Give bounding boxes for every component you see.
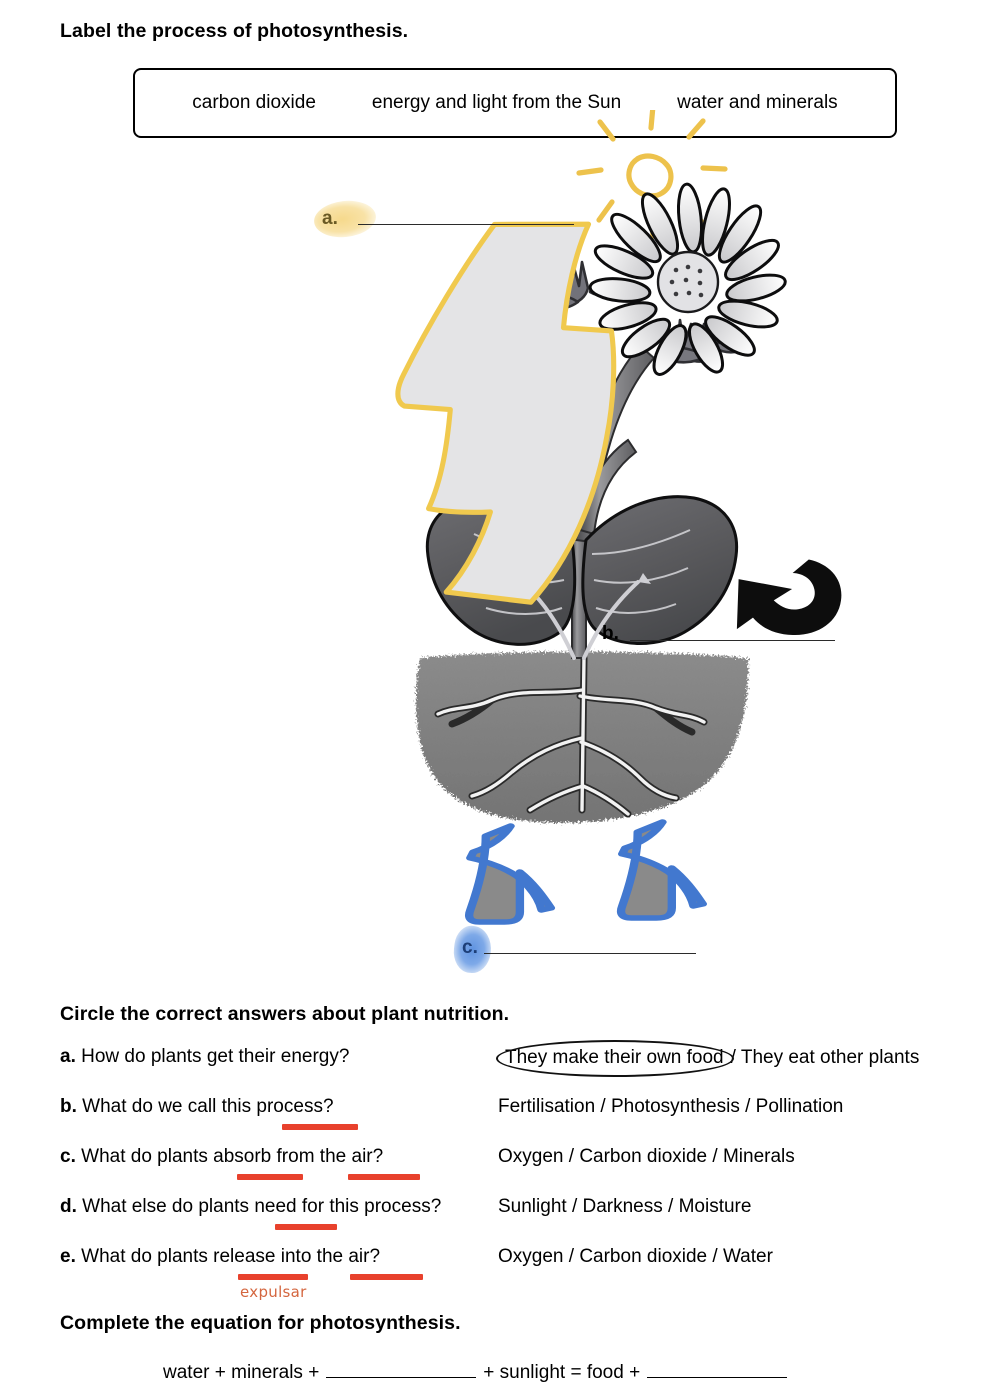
question-a-letter: a. xyxy=(60,1046,76,1067)
daisy-flower xyxy=(588,182,787,376)
callout-c-answer-line[interactable] xyxy=(484,953,696,954)
question-b-options[interactable]: Fertilisation / Photosynthesis / Pollina… xyxy=(498,1096,844,1117)
root-system xyxy=(434,654,708,818)
photosynthesis-equation: water + minerals + + sunlight = food + xyxy=(163,1360,794,1384)
question-b-letter: b. xyxy=(60,1096,77,1117)
oxygen-release-arrow xyxy=(736,559,842,636)
word-bank-item-energy-light[interactable]: energy and light from the Sun xyxy=(371,92,622,113)
word-bank-items: carbon dioxide energy and light from the… xyxy=(135,70,895,136)
callout-a[interactable]: a. xyxy=(312,197,574,241)
question-a-options: They make their own food/ They eat other… xyxy=(496,1040,920,1077)
equation-blank-1[interactable] xyxy=(326,1360,477,1378)
plant-illustration xyxy=(395,110,842,925)
question-row-a: a. How do plants get their energy? They … xyxy=(60,1040,980,1096)
option-circled-they-make-their-own-food[interactable]: They make their own food xyxy=(496,1040,734,1077)
callout-b-answer-line[interactable] xyxy=(630,640,835,641)
question-row-d: d. What else do plants need for this pro… xyxy=(60,1196,980,1246)
question-d-prompt: d. What else do plants need for this pro… xyxy=(60,1196,441,1218)
question-b-prompt: b. What do we call this process? xyxy=(60,1096,334,1118)
question-e-options[interactable]: Oxygen / Carbon dioxide / Water xyxy=(498,1246,773,1267)
marker-underline-need xyxy=(275,1224,337,1230)
callout-b[interactable]: b. xyxy=(602,623,835,645)
question-list: a. How do plants get their energy? They … xyxy=(60,1040,980,1296)
question-d-letter: d. xyxy=(60,1196,77,1217)
question-c-prompt: c. What do plants absorb from the air? xyxy=(60,1146,383,1168)
question-row-e: e. What do plants release into the air? … xyxy=(60,1246,980,1296)
callout-c[interactable]: c. xyxy=(451,923,696,976)
equation-part-1: water + minerals + xyxy=(163,1362,320,1383)
marker-underline-the-air xyxy=(348,1174,420,1180)
photosynthesis-diagram xyxy=(0,110,1000,990)
question-row-c: c. What do plants absorb from the air? O… xyxy=(60,1146,980,1196)
question-d-options[interactable]: Sunlight / Darkness / Moisture xyxy=(498,1196,752,1217)
question-e-text: What do plants release into the air? xyxy=(81,1246,381,1267)
question-d-text: What else do plants need for this proces… xyxy=(82,1196,442,1217)
instruction-complete-equation: Complete the equation for photosynthesis… xyxy=(60,1312,461,1334)
question-row-b: b. What do we call this process? Fertili… xyxy=(60,1096,980,1146)
marker-underline-process xyxy=(282,1124,358,1130)
question-c-options[interactable]: Oxygen / Carbon dioxide / Minerals xyxy=(498,1146,795,1167)
marker-underline-the-air-2 xyxy=(350,1274,423,1280)
question-c-text: What do plants absorb from the air? xyxy=(81,1146,384,1167)
instruction-circle-answers: Circle the correct answers about plant n… xyxy=(60,1003,510,1025)
option-they-eat-other-plants[interactable]: / They eat other plants xyxy=(730,1047,920,1068)
callout-a-letter: a. xyxy=(322,208,338,229)
handwritten-note-expulsar: expulsar xyxy=(240,1283,307,1301)
word-bank: carbon dioxide energy and light from the… xyxy=(133,68,897,138)
equation-blank-2[interactable] xyxy=(647,1360,788,1378)
question-c-letter: c. xyxy=(60,1146,76,1167)
callout-a-answer-line[interactable] xyxy=(358,224,574,225)
callout-b-letter: b. xyxy=(602,623,619,644)
question-e-prompt: e. What do plants release into the air? xyxy=(60,1246,380,1268)
word-bank-item-water-minerals[interactable]: water and minerals xyxy=(677,92,838,113)
equation-part-2: + sunlight = food + xyxy=(483,1362,641,1383)
question-b-text: What do we call this process? xyxy=(82,1096,334,1117)
callout-c-letter: c. xyxy=(462,937,478,958)
question-a-prompt: a. How do plants get their energy? xyxy=(60,1046,349,1068)
carbon-dioxide-arrow xyxy=(395,221,617,605)
question-a-text: How do plants get their energy? xyxy=(81,1046,350,1067)
instruction-label-diagram: Label the process of photosynthesis. xyxy=(60,20,409,42)
marker-underline-absorb xyxy=(237,1174,303,1180)
word-bank-item-carbon-dioxide[interactable]: carbon dioxide xyxy=(192,92,316,113)
water-uptake-arrows xyxy=(464,819,707,925)
marker-underline-release xyxy=(238,1274,308,1280)
question-e-letter: e. xyxy=(60,1246,76,1267)
